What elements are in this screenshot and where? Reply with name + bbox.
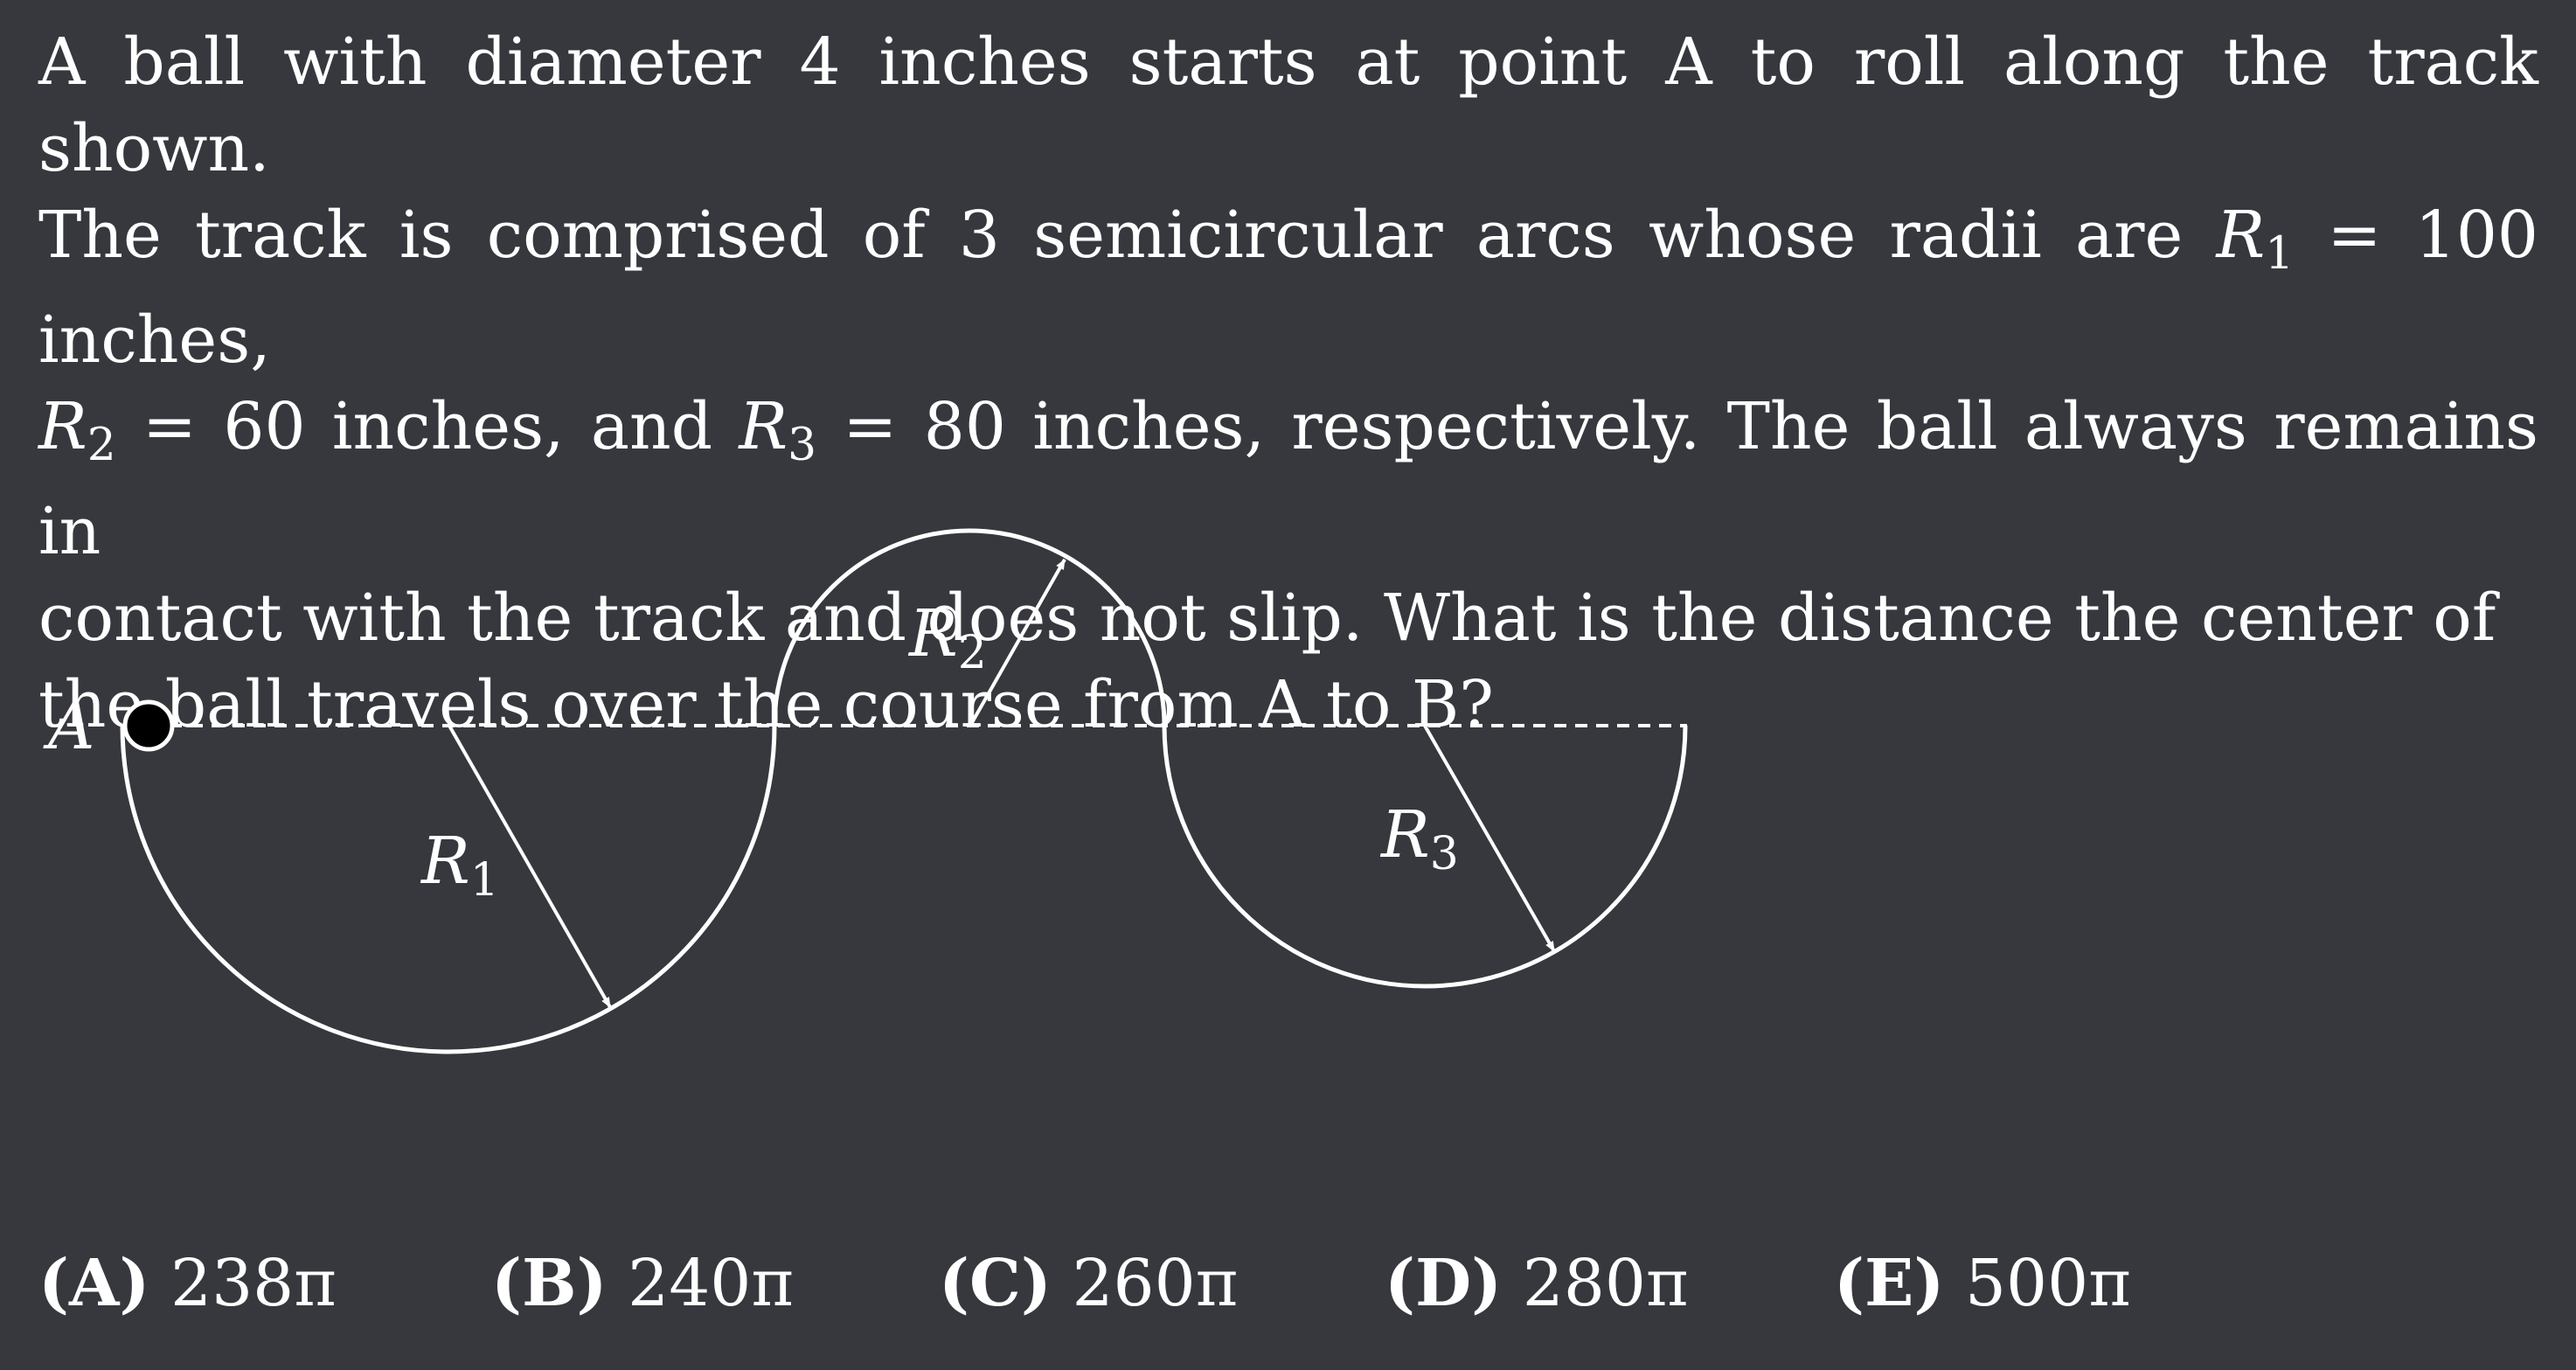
r3-symbol: R3: [739, 388, 817, 471]
r2-label: R2: [907, 596, 987, 679]
choice-c[interactable]: (C) 260π: [939, 1246, 1238, 1321]
problem-line-1: A ball with diameter 4 inches starts at …: [38, 24, 2538, 186]
track-diagram: A R1 R2 R3: [43, 528, 1688, 1054]
answer-choices: (A) 238π (B) 240π (C) 260π (D) 280π (E) …: [38, 1246, 2538, 1342]
choice-c-value: 260π: [1072, 1246, 1239, 1321]
radius-arrow-r1: [448, 725, 612, 1008]
track-arc-r2: [772, 528, 1167, 727]
r1-label: R1: [420, 824, 499, 907]
problem-statement: A ball with diameter 4 inches starts at …: [38, 19, 2538, 748]
choice-e-letter: (E): [1834, 1246, 1945, 1321]
r3-label: R3: [1379, 797, 1459, 880]
choice-b[interactable]: (B) 240π: [491, 1246, 794, 1321]
r2-value: = 60 inches, and: [115, 388, 739, 464]
choice-b-value: 240π: [628, 1246, 794, 1321]
radius-arrow-r2: [969, 559, 1066, 727]
track-arc-r3: [1162, 725, 1688, 989]
radius-arrow-r3: [1423, 725, 1556, 952]
track-arc-r1: [120, 725, 777, 1054]
ball: [122, 699, 175, 752]
r1-value: = 100 inches,: [38, 198, 2538, 378]
problem-line-2: The track is comprised of 3 semicircular…: [38, 198, 2217, 273]
r2-symbol: R2: [38, 388, 116, 471]
choice-d[interactable]: (D) 280π: [1385, 1246, 1689, 1321]
r3-value: = 80 inches, respectively. The ball alwa…: [38, 388, 2538, 569]
choice-a[interactable]: (A) 238π: [38, 1246, 337, 1321]
choice-a-value: 238π: [170, 1246, 337, 1321]
choice-d-letter: (D): [1385, 1246, 1503, 1321]
choice-e[interactable]: (E) 500π: [1834, 1246, 2131, 1321]
problem-line-5: the ball travels over the course from A …: [38, 666, 1494, 742]
choice-c-letter: (C): [939, 1246, 1052, 1321]
point-a-label: A: [43, 689, 94, 764]
choice-e-value: 500π: [1964, 1246, 2131, 1321]
choice-a-letter: (A): [38, 1246, 150, 1321]
r1-symbol: R1: [2216, 198, 2295, 280]
choice-d-value: 280π: [1522, 1246, 1689, 1321]
problem-line-4: contact with the track and does not slip…: [38, 580, 2496, 656]
choice-b-letter: (B): [491, 1246, 608, 1321]
